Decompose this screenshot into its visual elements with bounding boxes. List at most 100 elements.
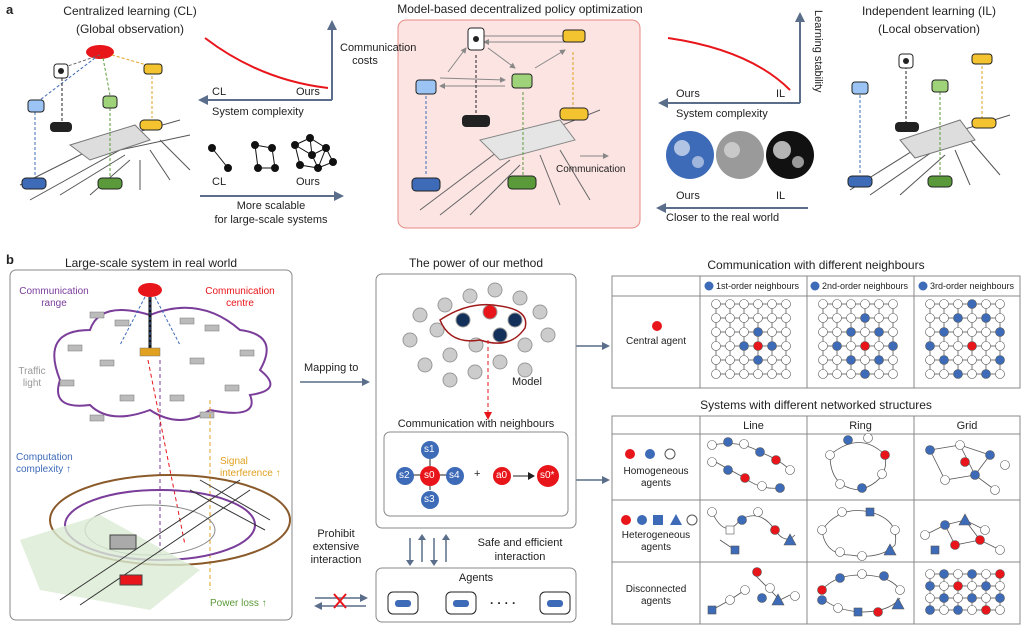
grid-node <box>925 355 935 365</box>
grid-node <box>781 369 791 379</box>
networks-title: Systems with different networked structu… <box>700 398 932 412</box>
network-node <box>771 455 781 465</box>
mid-comm-legend: Communication <box>556 164 626 175</box>
network-node <box>707 605 717 615</box>
grid-node <box>711 299 721 309</box>
grid-node <box>767 369 777 379</box>
grid-node <box>818 355 828 365</box>
network-node <box>740 473 750 483</box>
grid-node <box>739 299 749 309</box>
grid-node <box>818 327 828 337</box>
network-node <box>995 569 1005 579</box>
network-node <box>755 447 765 457</box>
grid-node <box>767 355 777 365</box>
grid-node <box>832 369 842 379</box>
grid-node <box>781 327 791 337</box>
real-left: Ours <box>676 190 700 202</box>
network-node <box>990 485 1000 495</box>
comm-chart-right: Ours <box>296 86 320 98</box>
safe-label: Safe and efficient interaction <box>477 537 563 563</box>
network-node <box>833 603 843 613</box>
grid-node <box>725 327 735 337</box>
network-node <box>857 551 867 561</box>
grid-node <box>753 299 763 309</box>
grid-node <box>925 341 935 351</box>
prohibit-label: Prohibit extensive interaction <box>310 528 362 566</box>
grid-node <box>939 327 949 337</box>
neighbours-header-2: 2nd-order neighbours <box>822 281 909 291</box>
network-node <box>707 457 717 467</box>
neighbours-header-3: 3rd-order neighbours <box>930 281 1015 291</box>
grid-node <box>939 299 949 309</box>
networks-row-homogeneous: Homogeneous agents <box>623 466 689 489</box>
network-node <box>953 593 963 603</box>
grid-node <box>767 341 777 351</box>
grid-node <box>753 369 763 379</box>
network-node <box>953 569 963 579</box>
node-s0: s0 <box>424 470 435 481</box>
network-node <box>757 481 767 491</box>
il-title: Independent learning (IL) <box>861 4 997 18</box>
scal-caption-1: More scalable <box>236 200 306 212</box>
grid-node <box>846 299 856 309</box>
traffic-light-label: Traffic light <box>18 366 46 389</box>
power-title: The power of our method <box>408 256 544 270</box>
mid-road <box>419 109 601 216</box>
grid-node <box>818 369 828 379</box>
central-agent-label: Central agent <box>625 336 687 347</box>
network-node <box>953 605 963 615</box>
real-caption: Closer to the real world <box>666 212 780 224</box>
network-node <box>790 591 800 601</box>
grid-node <box>846 313 856 323</box>
grid-node <box>995 313 1005 323</box>
grid-node <box>753 341 763 351</box>
network-node <box>940 520 950 530</box>
node-s3: s3 <box>424 494 435 505</box>
neighbours-title: Communication with different neighbours <box>707 258 925 272</box>
mapping-label: Mapping to <box>304 362 359 374</box>
real-world-title: Large-scale system in real world <box>64 256 238 270</box>
node-s2: s2 <box>399 470 410 481</box>
agent-robots <box>387 591 571 615</box>
earth-image-2 <box>716 131 764 179</box>
agents-ellipsis: · · · · <box>490 596 516 610</box>
network-node <box>785 465 795 475</box>
network-node <box>925 581 935 591</box>
scal-caption-2: for large-scale systems <box>214 214 328 226</box>
network-node <box>960 457 970 467</box>
grid-node <box>953 327 963 337</box>
network-node <box>752 567 762 577</box>
grid-node <box>967 341 977 351</box>
network-node <box>857 569 867 579</box>
grid-node <box>981 313 991 323</box>
comp-complexity-label: Computation complexity ↑ <box>16 452 73 475</box>
grid-node <box>981 355 991 365</box>
network-node <box>985 450 995 460</box>
network-node <box>775 483 785 493</box>
network-node <box>995 605 1005 615</box>
network-node <box>883 543 897 556</box>
network-node <box>725 595 735 605</box>
network-node <box>877 469 887 479</box>
grid-node <box>995 369 1005 379</box>
grid-node <box>925 313 935 323</box>
grid-node <box>818 313 828 323</box>
network-node <box>967 605 977 615</box>
network-node <box>939 569 949 579</box>
grid-node <box>925 327 935 337</box>
network-node <box>730 545 740 555</box>
network-node <box>939 593 949 603</box>
grid-node <box>995 327 1005 337</box>
grid-node <box>925 369 935 379</box>
grid-node <box>995 341 1005 351</box>
grid-node <box>967 327 977 337</box>
network-node <box>995 545 1005 555</box>
grid-node <box>953 341 963 351</box>
network-node <box>958 513 972 526</box>
network-node <box>817 595 827 605</box>
signal-label: Signal interference ↑ <box>220 456 281 479</box>
network-node <box>879 571 889 581</box>
network-node <box>925 605 935 615</box>
real-right: IL <box>776 190 786 202</box>
